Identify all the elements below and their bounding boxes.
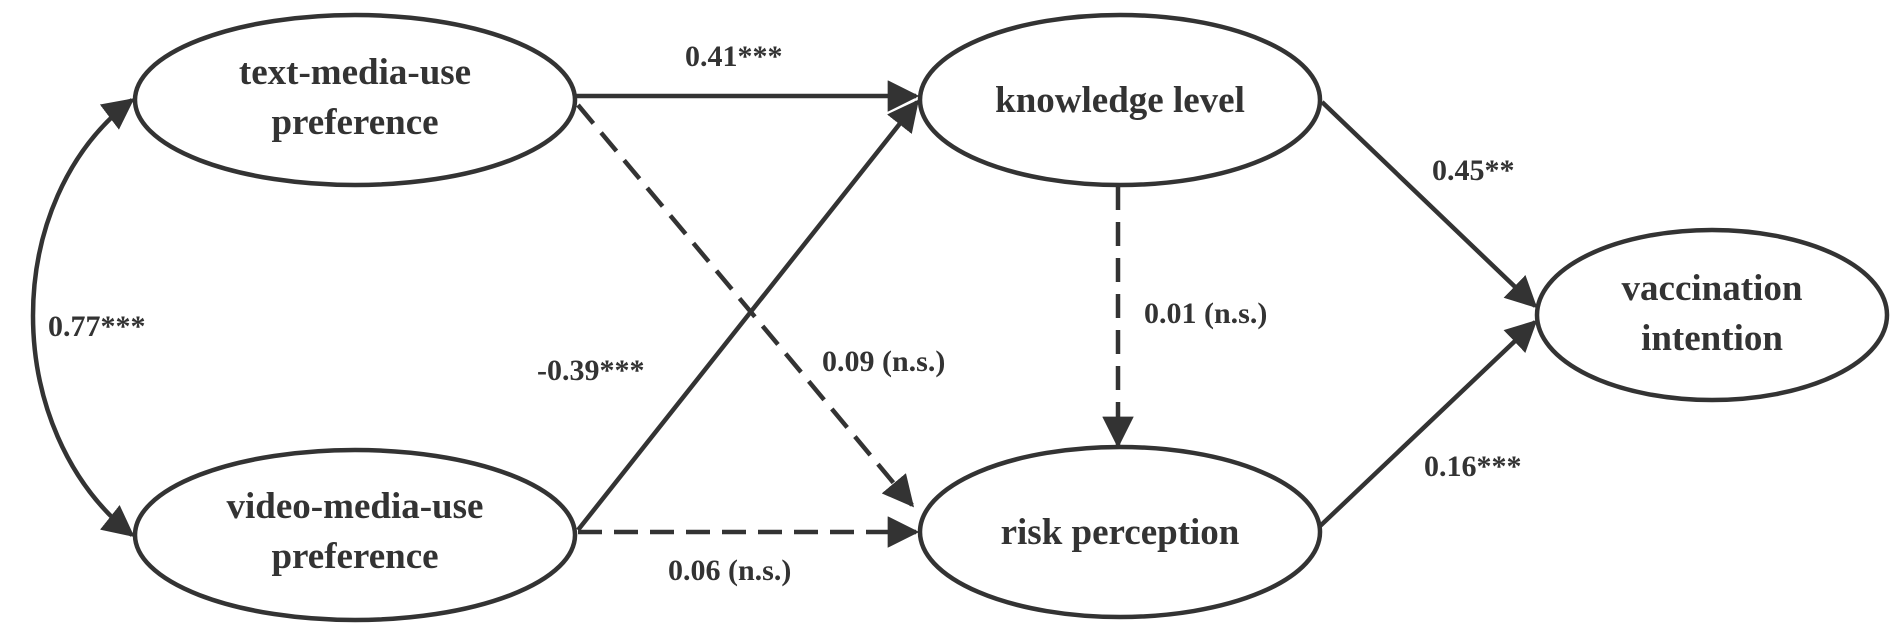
arrow-video-to-knowledge	[576, 99, 919, 532]
node-vaccination-intention: vaccination intention	[1534, 227, 1890, 403]
node-label-line: text-media-use	[239, 52, 471, 93]
arrow-risk-to-vaccination	[1316, 319, 1538, 530]
node-text-media-use-preference: text-media-use preference	[132, 12, 578, 188]
coef-text-to-knowledge: 0.41***	[685, 40, 783, 73]
node-risk-perception: risk perception	[917, 444, 1323, 620]
node-label-line: risk perception	[1001, 512, 1240, 553]
arrow-text-to-risk	[576, 103, 915, 508]
coef-text-to-risk: 0.09 (n.s.)	[822, 345, 945, 378]
node-label-line: knowledge level	[995, 80, 1245, 121]
coef-risk-to-vaccination: 0.16***	[1424, 450, 1522, 483]
coef-text-video-correlation: 0.77***	[48, 310, 146, 343]
node-knowledge-level: knowledge level	[917, 12, 1323, 188]
coef-video-to-knowledge: -0.39***	[537, 354, 645, 387]
node-video-media-use-preference: video-media-use preference	[132, 447, 578, 623]
correlation-arrow-text-video	[30, 98, 135, 537]
coef-video-to-risk: 0.06 (n.s.)	[668, 554, 791, 587]
node-label-line: preference	[271, 102, 438, 143]
coef-knowledge-to-risk: 0.01 (n.s.)	[1144, 297, 1267, 330]
node-label-line: video-media-use	[227, 486, 484, 527]
node-label-line: preference	[271, 536, 438, 577]
node-label-line: vaccination	[1622, 268, 1803, 309]
coef-knowledge-to-vaccination: 0.45**	[1432, 154, 1515, 187]
arrow-knowledge-to-vaccination	[1320, 100, 1538, 309]
node-label-line: intention	[1641, 318, 1783, 359]
